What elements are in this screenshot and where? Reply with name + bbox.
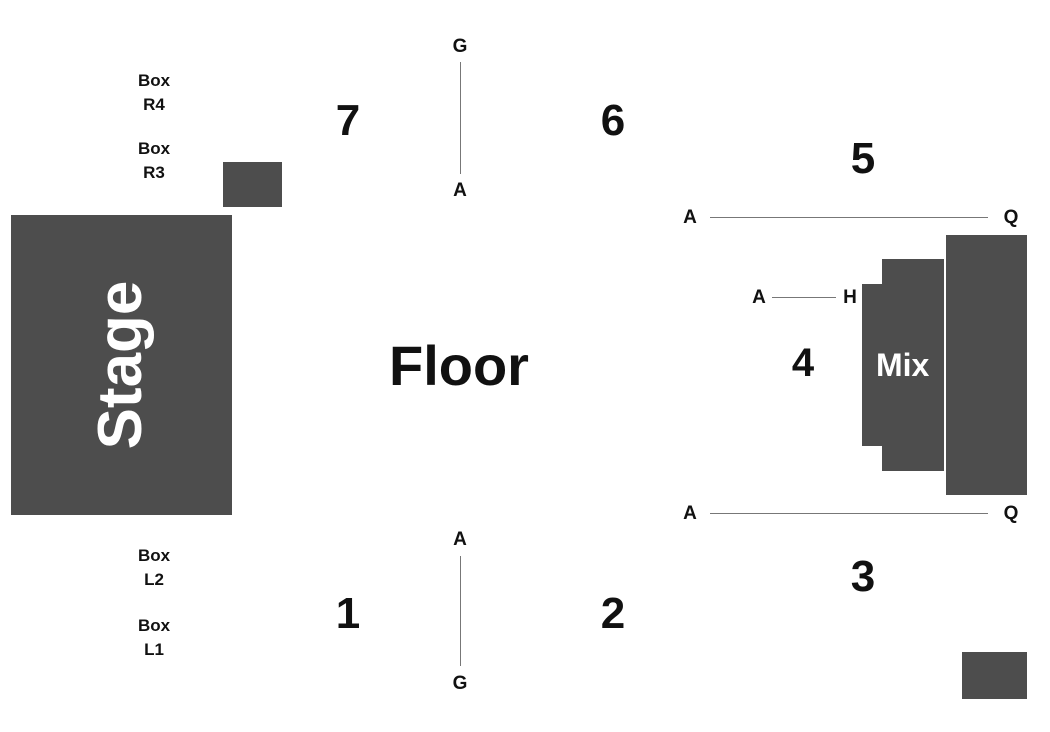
box-r3-line2: R3 [143, 163, 165, 182]
box-l2-line2: L2 [144, 570, 164, 589]
section-7[interactable]: 7 [335, 96, 361, 145]
row-marker-right-lower-q: Q [1003, 503, 1019, 524]
box-l1-label[interactable]: Box L1 [124, 614, 184, 662]
box-r3-seat-area[interactable] [223, 162, 282, 207]
section-4-seating-block[interactable] [946, 235, 1027, 495]
box-r4-line2: R4 [143, 95, 165, 114]
mix-platform-step2[interactable] [882, 259, 944, 471]
row-marker-right-upper-a: A [683, 207, 697, 228]
row-marker-right-lower-a: A [683, 503, 697, 524]
box-l1-line1: Box [137, 616, 171, 635]
row-marker-right-upper-q: Q [1003, 207, 1019, 228]
section-5[interactable]: 5 [850, 134, 876, 183]
box-r4-label[interactable]: Box R4 [124, 69, 184, 117]
corner-block[interactable] [962, 652, 1027, 699]
box-r3-line1: Box [137, 139, 171, 158]
row-line-bottom-center [460, 556, 461, 666]
stage-label: Stage [86, 280, 155, 450]
row-marker-section4-a: A [752, 287, 766, 308]
row-line-right-upper [710, 217, 988, 218]
box-r4-line1: Box [137, 71, 171, 90]
row-marker-top-g: G [452, 36, 468, 57]
box-l2-line1: Box [137, 546, 171, 565]
row-line-right-lower [710, 513, 988, 514]
box-l2-label[interactable]: Box L2 [124, 544, 184, 592]
section-2[interactable]: 2 [600, 589, 626, 638]
section-1[interactable]: 1 [335, 589, 361, 638]
section-4[interactable]: 4 [791, 341, 815, 385]
row-line-top-center [460, 62, 461, 174]
section-3[interactable]: 3 [850, 552, 876, 601]
box-l1-line2: L1 [144, 640, 164, 659]
row-line-section4 [772, 297, 836, 298]
mix-label: Mix [876, 347, 930, 383]
row-marker-bottom-a: A [453, 529, 467, 550]
stage-area[interactable] [11, 215, 232, 515]
section-6[interactable]: 6 [600, 96, 626, 145]
row-marker-section4-h: H [843, 287, 857, 308]
row-marker-bottom-g: G [452, 673, 468, 694]
floor-label[interactable]: Floor [389, 334, 529, 397]
box-r3-label[interactable]: Box R3 [124, 137, 184, 185]
row-marker-top-a: A [453, 180, 467, 201]
